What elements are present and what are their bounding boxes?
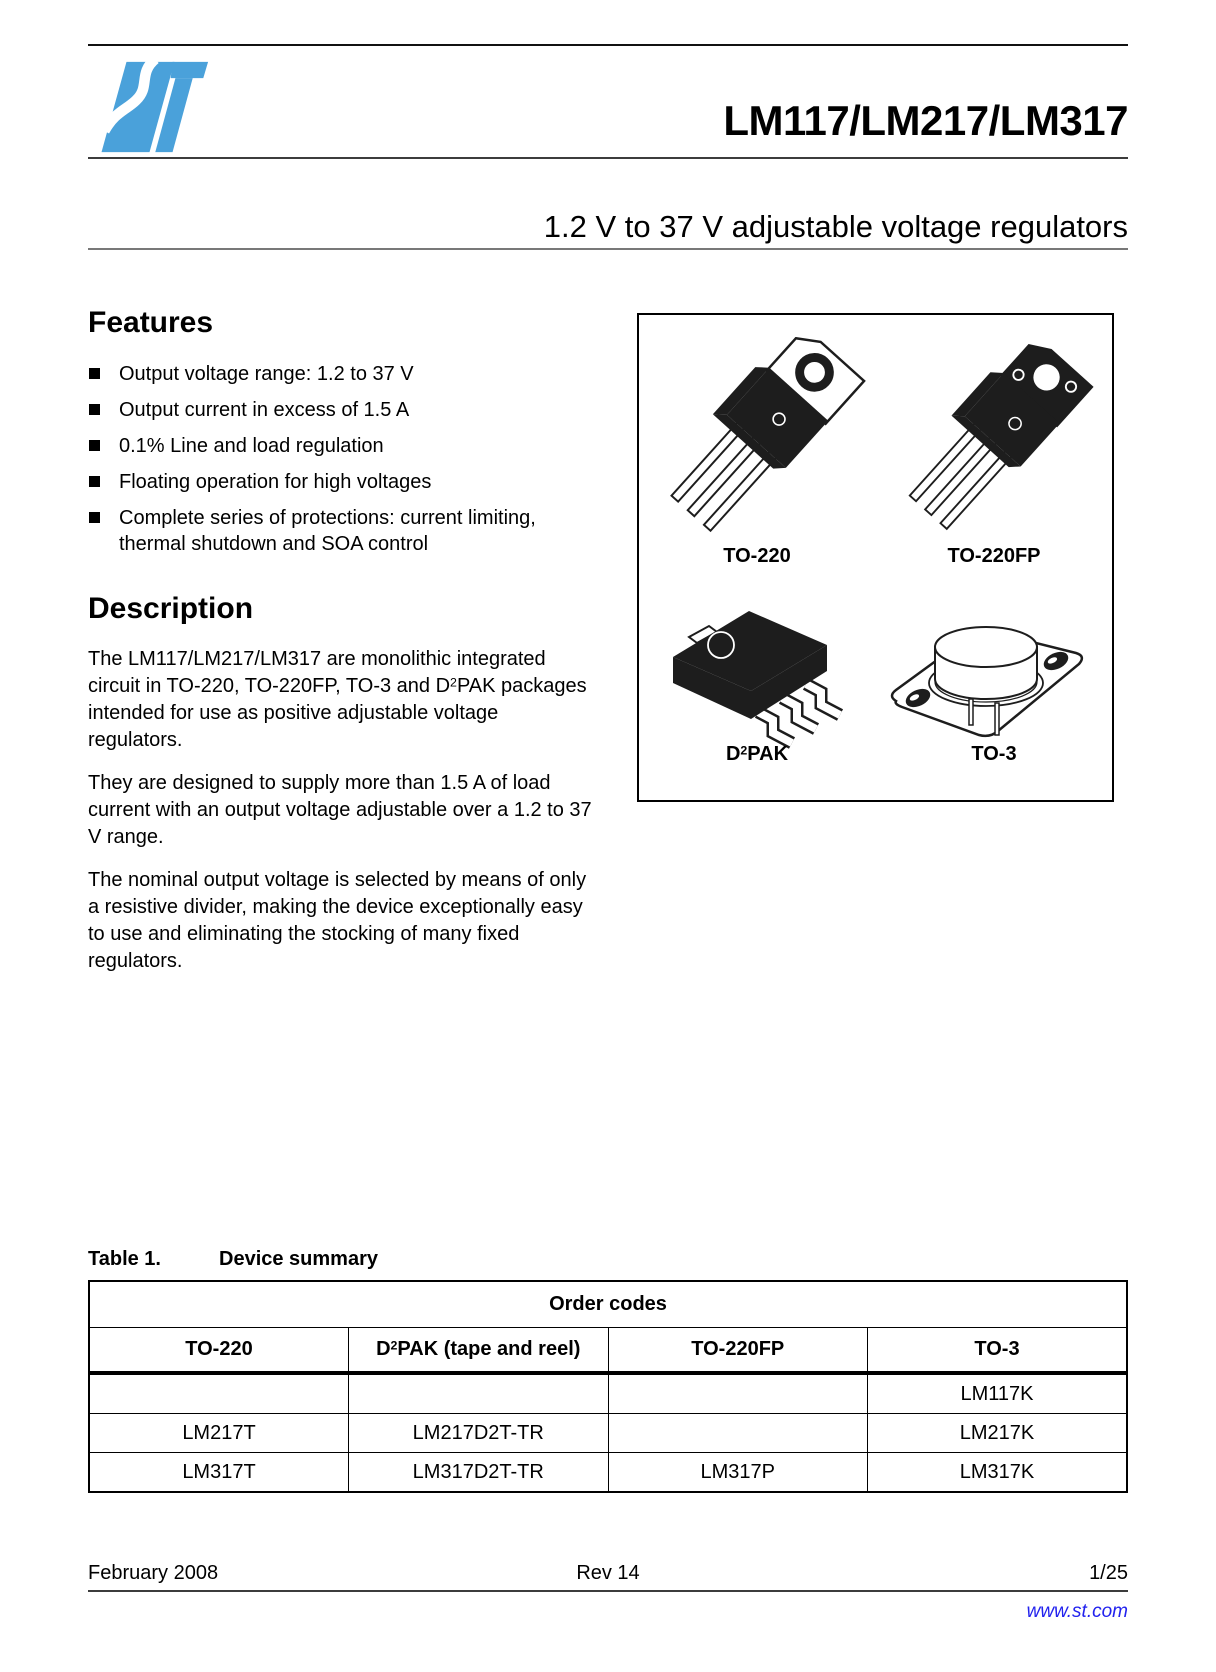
st-website-link[interactable]: www.st.com <box>1026 1601 1128 1622</box>
order-code-cell <box>348 1372 608 1414</box>
to-3-package-icon <box>890 626 1084 738</box>
feature-item-text: Complete series of protections: current … <box>119 507 536 555</box>
order-code-cell: LM317K <box>867 1452 1127 1492</box>
feature-item: Output current in excess of 1.5 A <box>88 397 566 423</box>
to-220fp-package-icon <box>908 343 1094 531</box>
col-header-to3: TO-3 <box>867 1327 1127 1375</box>
footer-revision: Rev 14 <box>576 1562 640 1584</box>
document-title: LM117/LM217/LM317 <box>723 97 1128 144</box>
feature-item-text: Output voltage range: 1.2 to 37 V <box>119 363 414 385</box>
description-section: Description The LM117/LM217/LM317 are mo… <box>88 592 593 991</box>
order-code-cell: LM217K <box>867 1413 1127 1453</box>
d2pak-package-icon <box>673 611 844 749</box>
order-code-cell: LM217T <box>89 1413 349 1453</box>
footer-page-number: 1/25 <box>1089 1562 1128 1584</box>
col-header-to220: TO-220 <box>89 1327 349 1375</box>
feature-item: Floating operation for high voltages <box>88 469 566 495</box>
st-website-link-wrap: www.st.com <box>1027 1601 1128 1623</box>
table-row: LM117K <box>89 1372 1127 1414</box>
device-summary-table: Order codes TO-220 D2PAK (tape and reel)… <box>88 1280 1128 1493</box>
order-code-cell <box>89 1372 349 1414</box>
document-subtitle: 1.2 V to 37 V adjustable voltage regulat… <box>543 209 1128 244</box>
table-caption-label: Table 1. <box>88 1248 161 1270</box>
to-3-label: TO-3 <box>971 743 1017 765</box>
table-caption-title: Device summary <box>219 1248 378 1270</box>
feature-item-text: Output current in excess of 1.5 A <box>119 399 410 421</box>
description-heading: Description <box>88 592 254 625</box>
order-code-cell: LM317P <box>607 1452 868 1492</box>
square-bullet-icon <box>89 368 100 379</box>
feature-item: Output voltage range: 1.2 to 37 V <box>88 361 566 387</box>
footer-date: February 2008 <box>88 1562 219 1584</box>
to-220fp-label: TO-220FP <box>947 545 1041 567</box>
footer-rule <box>88 1590 1128 1592</box>
feature-item-text: 0.1% Line and load regulation <box>119 435 384 457</box>
feature-item-text: Floating operation for high voltages <box>119 471 432 493</box>
features-heading: Features <box>88 306 214 339</box>
square-bullet-icon <box>89 512 100 523</box>
d2pak-label: D2PAK <box>725 743 789 765</box>
description-paragraph-2: They are designed to supply more than 1.… <box>88 772 592 848</box>
order-code-cell <box>607 1413 868 1453</box>
feature-item: Complete series of protections: current … <box>88 505 566 557</box>
order-codes-header-row: Order codes <box>88 1281 1127 1328</box>
order-code-cell: LM317D2T-TR <box>348 1452 608 1492</box>
subtitle-rule <box>88 248 1128 250</box>
order-code-cell <box>607 1372 868 1414</box>
square-bullet-icon <box>89 404 100 415</box>
column-header-row: TO-220 D2PAK (tape and reel) TO-220FP TO… <box>89 1327 1127 1375</box>
order-codes-header: Order codes <box>88 1281 1127 1328</box>
features-section: Features Output voltage range: 1.2 to 37… <box>88 306 566 567</box>
table-row: LM317T LM317D2T-TR LM317P LM317K <box>89 1452 1127 1492</box>
col-header-d2pak: D2PAK (tape and reel) <box>348 1327 608 1375</box>
square-bullet-icon <box>89 440 100 451</box>
description-paragraph-1: The LM117/LM217/LM317 are monolithic int… <box>88 648 587 751</box>
feature-item: 0.1% Line and load regulation <box>88 433 566 459</box>
st-logo-icon <box>99 54 209 153</box>
table-row: LM217T LM217D2T-TR LM217K <box>89 1413 1127 1453</box>
description-paragraph-3: The nominal output voltage is selected b… <box>88 869 587 972</box>
order-code-cell: LM217D2T-TR <box>348 1413 608 1453</box>
to-220-label: TO-220 <box>723 545 791 567</box>
order-code-cell: LM317T <box>89 1452 349 1492</box>
col-header-to220fp: TO-220FP <box>607 1327 868 1375</box>
to-220-package-icon <box>670 336 866 533</box>
title-rule <box>88 157 1128 159</box>
square-bullet-icon <box>89 476 100 487</box>
header-top-rule <box>88 44 1128 46</box>
footer: February 2008 Rev 14 1/25 <box>88 1562 1128 1585</box>
features-list: Output voltage range: 1.2 to 37 V Output… <box>88 361 566 557</box>
order-code-cell: LM117K <box>867 1372 1127 1414</box>
table-caption: Table 1. Device summary <box>88 1248 378 1271</box>
package-figure-box: TO-220 TO-220FP D2PAK TO-3 <box>637 313 1114 802</box>
